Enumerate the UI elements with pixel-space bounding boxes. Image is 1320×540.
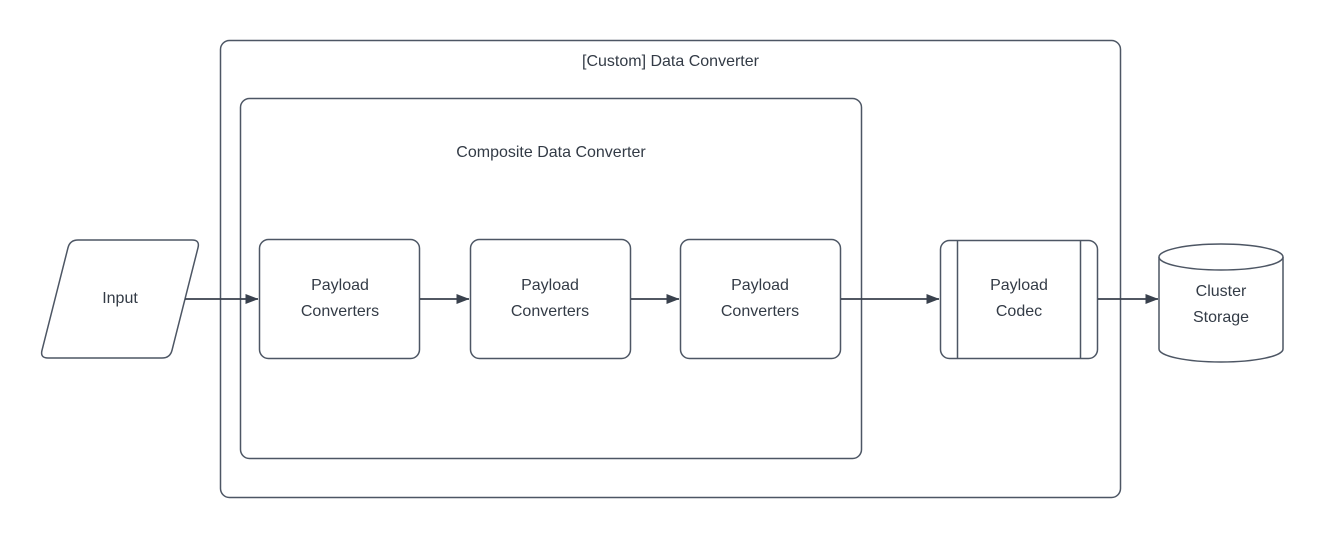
custom-data-converter-container	[219, 39, 1122, 499]
payload-codec-node	[939, 239, 1099, 360]
composite-data-converter-container	[239, 97, 863, 460]
input-node	[40, 239, 200, 359]
cluster-storage-node	[1158, 243, 1284, 363]
payload-converters-node-2	[469, 238, 632, 360]
payload-converters-node-3	[679, 238, 842, 360]
payload-converters-node-1	[258, 238, 421, 360]
